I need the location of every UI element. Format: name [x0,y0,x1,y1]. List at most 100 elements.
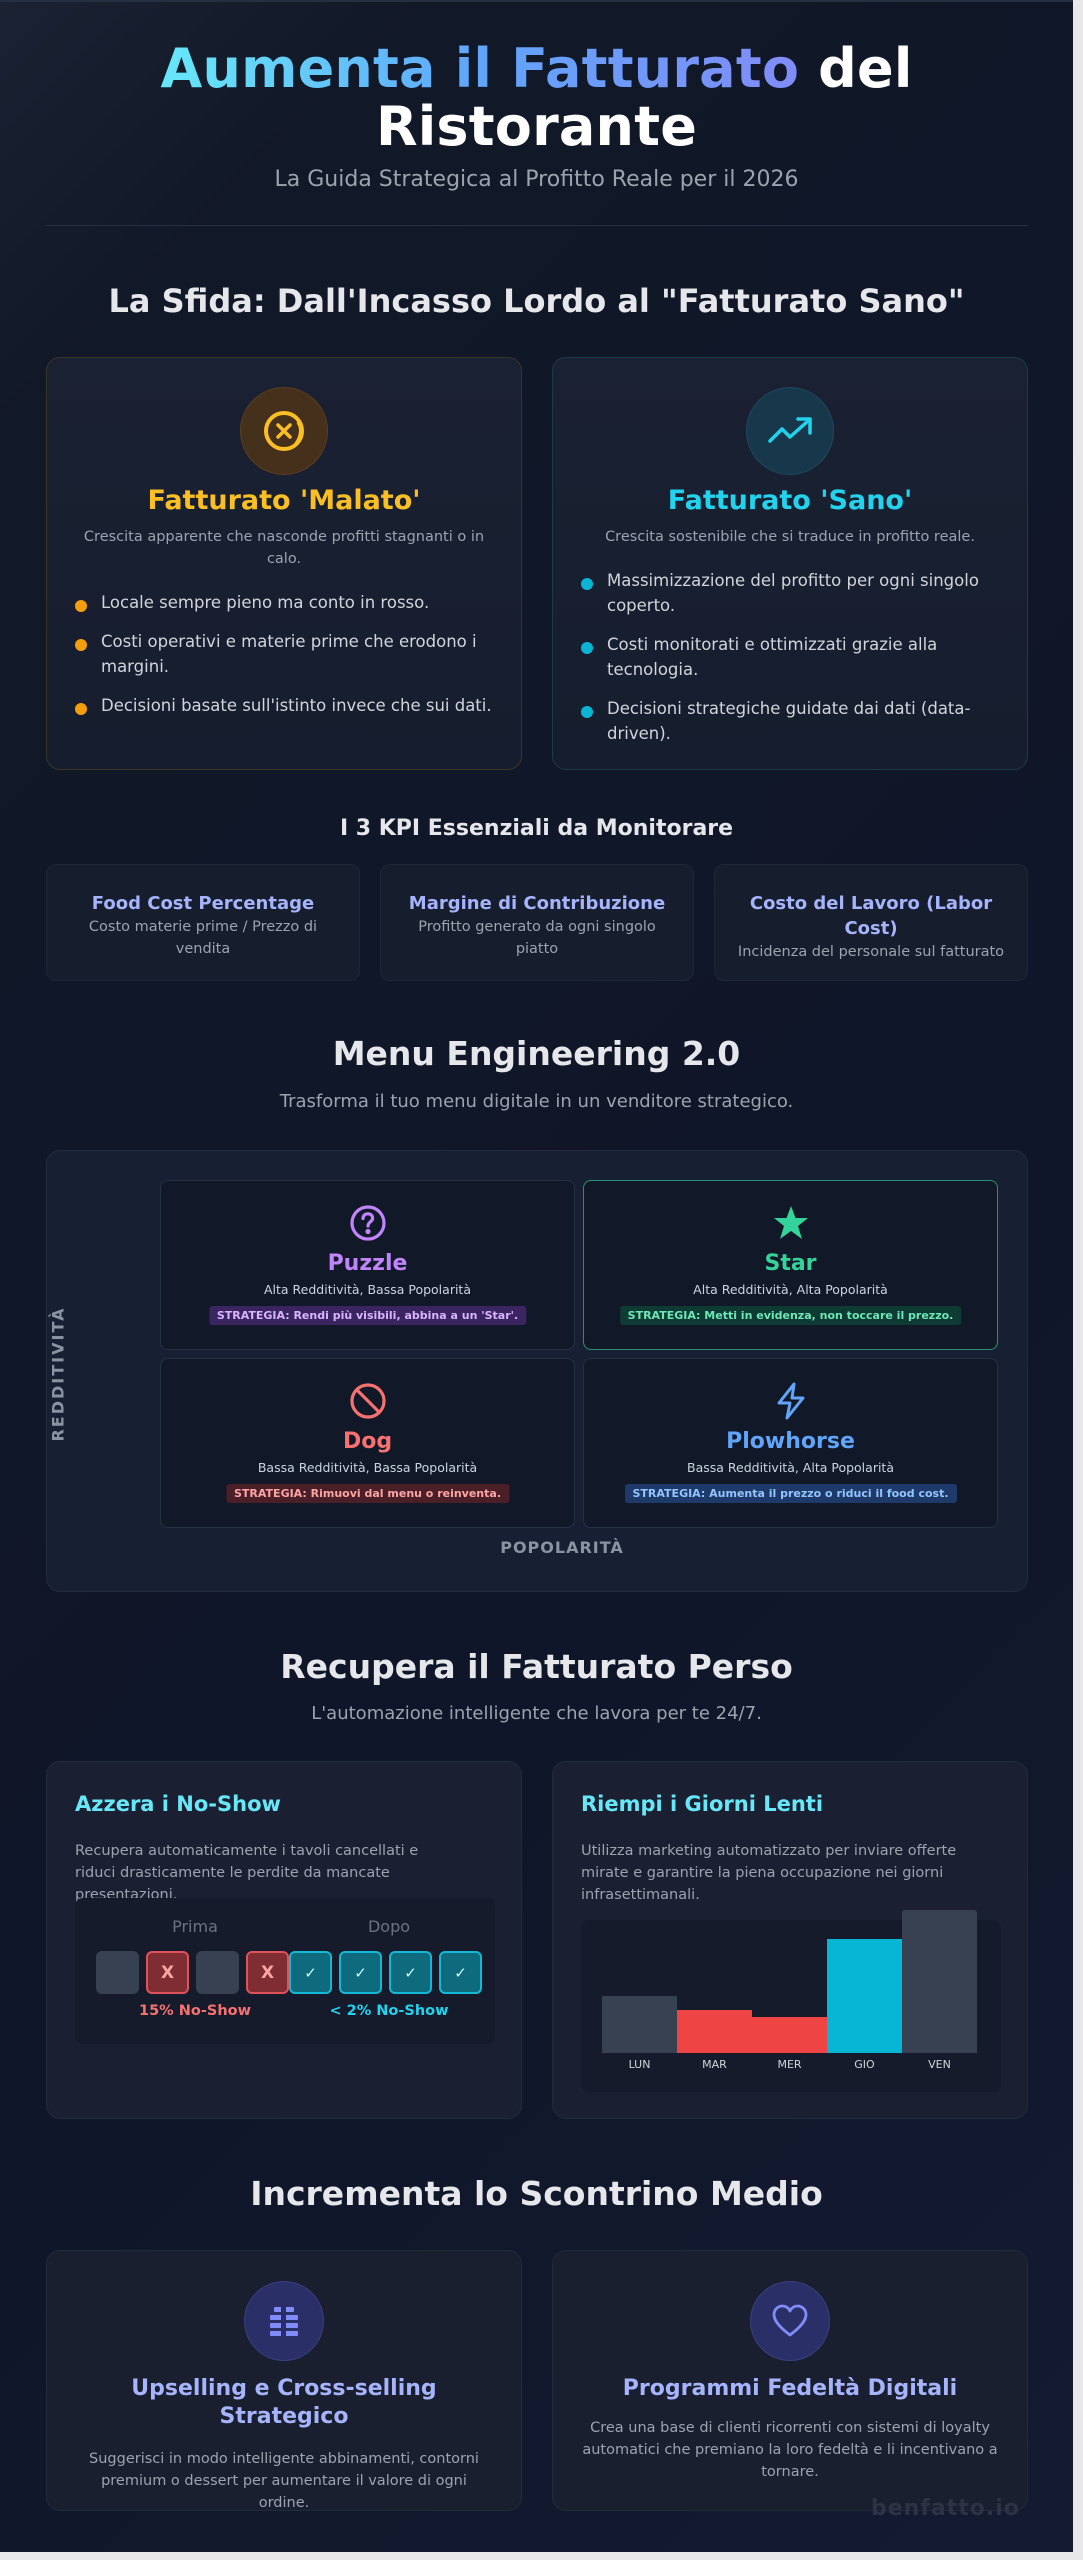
title-gradient: Aumenta il Fatturato [160,37,800,100]
list-item: Costi operativi e materie prime che erod… [75,629,497,679]
upselling-card: Upselling e Cross-selling Strategico Sug… [46,2250,522,2511]
card-title: Fatturato 'Malato' [147,485,421,516]
lightning-icon [777,1382,804,1420]
kpi-description: Incidenza del personale sul fatturato [737,944,1005,960]
loyalty-card: Programmi Fedeltà Digitali Crea una base… [552,2250,1028,2511]
star-icon [773,1206,808,1239]
upsell-icon [244,2281,324,2361]
quadrant-title: Star [764,1251,817,1276]
heart-icon [750,2281,830,2361]
weekday-bar-chart: LUN MAR MER GIO VEN [581,1910,1001,2092]
card-title: Upselling e Cross-selling Strategico [131,2376,437,2429]
x-tick-label: MAR [702,2058,727,2071]
challenge-title: La Sfida: Dall'Incasso Lordo al "Fattura… [108,282,965,320]
seat-no-show: X [246,1951,289,1994]
quadrant-star: Star Alta Redditività, Alta Popolarità S… [583,1180,998,1350]
ban-icon [349,1383,386,1419]
question-circle-icon [349,1205,386,1241]
bullet-dot-icon [581,706,593,718]
bullet-dot-icon [581,578,593,590]
healthy-revenue-card: Fatturato 'Sano' Crescita sostenibile ch… [552,357,1028,770]
seat-confirmed: ✓ [339,1951,382,1994]
quadrant-title: Plowhorse [726,1429,855,1454]
card-title: Azzera i No-Show [75,1792,281,1816]
card-description: Crea una base di clienti ricorrenti con … [582,2420,998,2480]
menu-engineering-subtitle: Trasforma il tuo menu digitale in un ven… [279,1091,794,1112]
list-item: Decisioni strategiche guidate dai dati (… [581,696,1003,746]
seat-confirmed: ✓ [439,1951,482,1994]
kpi-card-labor-cost: Costo del Lavoro (Labor Cost) Incidenza … [714,864,1028,981]
kpi-title: Food Cost Percentage [91,893,315,914]
strategy-badge: STRATEGIA: Rendi più visibili, abbina a … [208,1306,527,1325]
kpi-description: Profitto generato da ogni singolo piatto [418,919,656,957]
page-subtitle: La Guida Strategica al Profitto Reale pe… [274,167,799,192]
chart-bars [602,1910,978,2053]
kpi-card-contribution-margin: Margine di Contribuzione Profitto genera… [380,864,694,981]
recover-subtitle: L'automazione intelligente che lavora pe… [311,1703,762,1724]
card-description: Suggerisci in modo intelligente abbiname… [89,2451,479,2511]
card-description: Crescita apparente che nasconde profitti… [83,529,485,567]
bullet-dot-icon [75,703,87,715]
coin-x-icon [240,387,328,475]
seat-confirmed: ✓ [289,1951,332,1994]
x-tick-label: MER [777,2058,802,2071]
quadrant-subtitle: Alta Redditività, Alta Popolarità [693,1282,888,1297]
divider [46,225,1028,226]
axis-label-profitability: REDDITIVITÀ [48,1306,68,1442]
bullet-dot-icon [581,642,593,654]
strategy-badge: STRATEGIA: Aumenta il prezzo o riduci il… [624,1484,957,1503]
quadrant-dog: Dog Bassa Redditività, Bassa Popolarità … [160,1358,575,1528]
slow-days-card: Riempi i Giorni Lenti Utilizza marketing… [552,1761,1028,2119]
strategy-badge: STRATEGIA: Metti in evidenza, non toccar… [619,1306,962,1325]
quadrant-subtitle: Bassa Redditività, Alta Popolarità [687,1460,894,1475]
bar-mer [752,2017,827,2053]
bullet-list: Massimizzazione del profitto per ogni si… [581,568,1003,760]
bullet-dot-icon [75,639,87,651]
before-label: Prima [172,1917,218,1936]
quadrant-title: Puzzle [327,1251,408,1276]
no-show-card: Azzera i No-Show Recupera automaticament… [46,1761,522,2119]
quadrant-subtitle: Alta Redditività, Bassa Popolarità [264,1282,471,1297]
bar-mar [677,2010,752,2053]
no-show-comparison: Prima Dopo X X ✓ ✓ ✓ ✓ 15% No-Show < 2% … [75,1898,495,2044]
kpi-title: I 3 KPI Essenziali da Monitorare [339,816,734,841]
quadrant-subtitle: Bassa Redditività, Bassa Popolarità [257,1460,478,1475]
card-title: Fatturato 'Sano' [667,485,913,516]
card-description: Recupera automaticamente i tavoli cancel… [75,1843,419,1903]
after-stat: < 2% No-Show [329,2003,449,2019]
kpi-description: Costo materie prime / Prezzo di vendita [88,919,318,957]
strategy-badge: STRATEGIA: Rimuovi dal menu o reinventa. [225,1484,510,1503]
seat-empty [96,1951,139,1994]
list-item: Locale sempre pieno ma conto in rosso. [75,590,497,615]
trending-up-icon [746,387,834,475]
after-label: Dopo [367,1917,411,1936]
quadrant-title: Dog [342,1429,393,1454]
card-description: Crescita sostenibile che si traduce in p… [605,529,975,545]
seat-empty [196,1951,239,1994]
card-title: Riempi i Giorni Lenti [581,1792,824,1816]
quadrant-plowhorse: Plowhorse Bassa Redditività, Alta Popola… [583,1358,998,1528]
recover-title: Recupera il Fatturato Perso [280,1647,793,1686]
menu-engineering-title: Menu Engineering 2.0 [332,1034,741,1073]
x-tick-label: LUN [628,2058,651,2071]
kpi-title: Costo del Lavoro (Labor Cost) [749,893,993,939]
bullet-dot-icon [75,600,87,612]
axis-label-popularity: POPOLARITÀ [500,1538,624,1557]
bar-lun [602,1996,677,2053]
bar-ven [902,1910,977,2053]
ticket-title: Incrementa lo Scontrino Medio [250,2174,823,2213]
page-title: Aumenta il Fatturato del Ristorante [160,37,913,158]
watermark: benfatto.io [871,2496,1020,2521]
seat-confirmed: ✓ [389,1951,432,1994]
kpi-title: Margine di Contribuzione [408,893,666,914]
quadrant-puzzle: Puzzle Alta Redditività, Bassa Popolarit… [160,1180,575,1350]
card-title: Programmi Fedeltà Digitali [622,2376,958,2401]
card-description: Utilizza marketing automatizzato per inv… [581,1843,957,1903]
list-item: Decisioni basate sull'istinto invece che… [75,693,497,718]
before-stat: 15% No-Show [139,2003,251,2019]
unhealthy-revenue-card: Fatturato 'Malato' Crescita apparente ch… [46,357,522,770]
seat-no-show: X [146,1951,189,1994]
bullet-list: Locale sempre pieno ma conto in rosso. C… [75,590,497,732]
bar-gio [827,1939,902,2053]
